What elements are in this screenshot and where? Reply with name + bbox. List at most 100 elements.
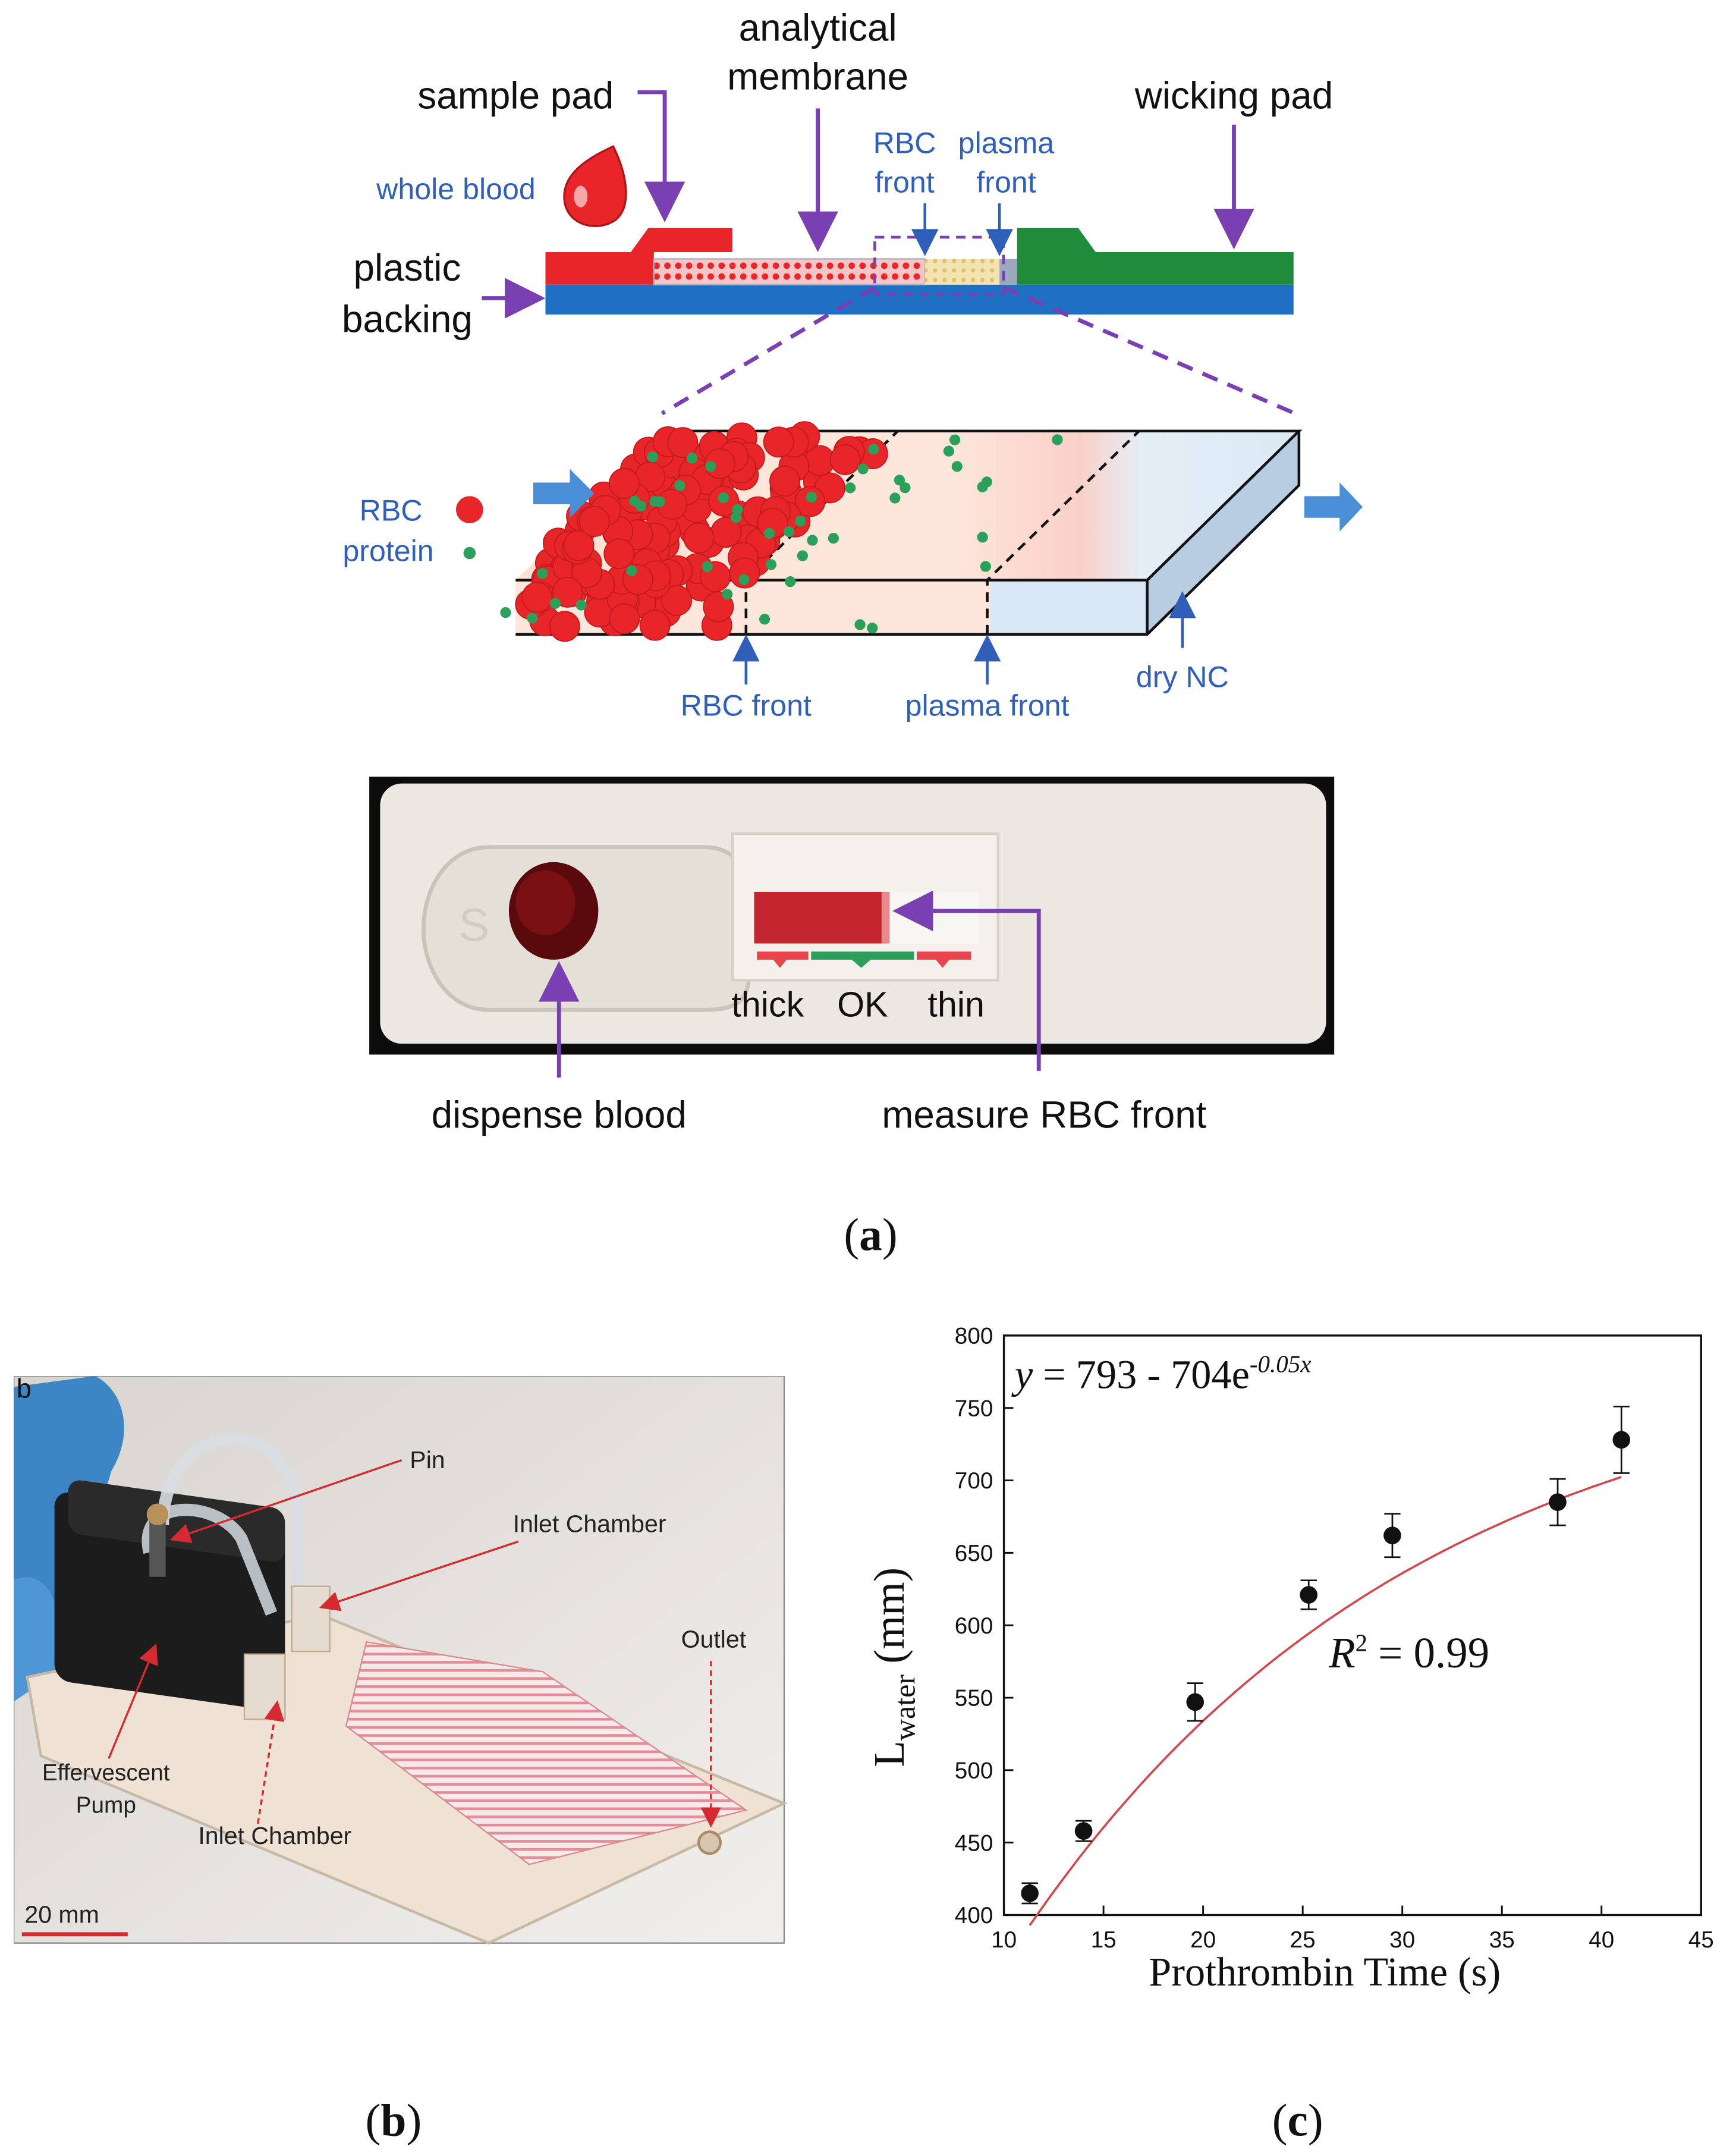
plasma-front-plane (986, 430, 1140, 634)
rbc-cell (578, 505, 610, 537)
plasma-zone (924, 259, 1000, 285)
scale-thick-bracket (757, 951, 809, 968)
scale-bar-label: 20 mm (24, 1900, 99, 1928)
glove-lower-icon (14, 1577, 60, 1702)
photo-b-border (14, 1376, 785, 1944)
label-pump-1: Effervescent (42, 1760, 170, 1786)
protein-dot (763, 527, 775, 539)
pump-top (68, 1480, 285, 1562)
protein-dot (868, 444, 879, 455)
legend-rbc-label: RBC (360, 494, 423, 527)
x-tick-label: 45 (1688, 1927, 1714, 1953)
arrow-inlet-bottom (257, 1700, 285, 1824)
rbc-cell (763, 426, 794, 458)
protein-dot (718, 492, 729, 504)
r-squared-label: R2 = 0.99 (1328, 1629, 1489, 1677)
arrow-measure (892, 890, 1041, 1071)
x-tick-label: 40 (1589, 1927, 1614, 1953)
scale-thick-label: thick (731, 985, 804, 1025)
rbc-cell (639, 610, 671, 641)
y-axis-label: Lwater (mm) (868, 1567, 921, 1767)
scale-ok-bracket (811, 951, 914, 968)
protein-dot (738, 574, 750, 585)
slab-side-face (1147, 431, 1299, 634)
flow-arrow-out-icon (1304, 482, 1363, 532)
protein-dot (649, 496, 661, 507)
rbc-cell (769, 466, 801, 497)
label-analytical-line2: membrane (727, 55, 908, 98)
y-tick-label: 600 (955, 1613, 993, 1639)
protein-dot (500, 607, 511, 618)
caption-b: (b) (366, 2095, 422, 2146)
protein-dot (894, 475, 905, 486)
caption-a: (a) (844, 1209, 897, 1260)
rbc-cell (521, 582, 553, 613)
label-pin: Pin (410, 1446, 445, 1474)
protein-dot (705, 461, 716, 472)
protein-dot (1052, 434, 1063, 445)
blood-drop-highlight (574, 186, 588, 208)
data-point (1549, 1493, 1567, 1511)
data-point (1612, 1431, 1631, 1449)
protein-dot (854, 619, 866, 630)
label-dispense: dispense blood (432, 1094, 687, 1136)
inlet-connector-top (291, 1585, 331, 1653)
rbc-cell (603, 538, 635, 570)
protein-dot (806, 491, 817, 503)
label-sample-pad: sample pad (417, 74, 614, 117)
data-point (1186, 1693, 1204, 1711)
label-wicking-pad: wicking pad (1134, 74, 1333, 117)
data-point (1074, 1822, 1093, 1840)
protein-dot (900, 482, 911, 494)
y-tick-label: 700 (955, 1468, 993, 1494)
label-pump-2: Pump (76, 1793, 136, 1818)
label-inlet-top: Inlet Chamber (513, 1510, 666, 1537)
panel-b-photo: b Pin Inlet Chamber Outlet Effervescent … (14, 1376, 788, 2146)
protein-dot (765, 559, 777, 570)
data-point (1300, 1586, 1318, 1604)
blood-drop-icon (563, 144, 627, 227)
legend-protein-label: protein (342, 535, 433, 568)
protein-dot (759, 614, 770, 625)
label-plasma-front: plasma front (905, 689, 1070, 722)
wicking-pad (1017, 227, 1294, 285)
protein-dot (867, 623, 878, 634)
label-outlet: Outlet (681, 1625, 747, 1653)
data-point (1021, 1884, 1039, 1902)
protein-dot (527, 612, 538, 624)
caption-c: (c) (1272, 2095, 1323, 2146)
rbc-cell (609, 603, 640, 634)
zoom-box (873, 235, 1005, 296)
test-cassette-photo: S thick OK thin (369, 777, 1335, 1078)
protein-dot (828, 533, 839, 544)
protein-dot (795, 516, 806, 527)
label-measure: measure RBC front (882, 1094, 1206, 1136)
protein-dot (536, 568, 548, 579)
label-whole-blood: whole blood (376, 172, 536, 206)
protein-dot (647, 451, 658, 463)
slab-outline-lower (515, 431, 1301, 636)
x-tick-label: 15 (1091, 1927, 1117, 1953)
protein-dot (686, 453, 698, 464)
protein-dot (943, 445, 954, 457)
label-rbc-front: RBC front (681, 689, 812, 722)
rbc-cell (729, 557, 760, 589)
strip-cross-section (545, 227, 1296, 416)
slab-outline (515, 429, 1303, 582)
protein-dot (575, 599, 587, 611)
rbc-cell (549, 611, 580, 642)
y-tick-label: 750 (955, 1396, 993, 1421)
protein-dot (722, 589, 733, 600)
x-tick-label: 30 (1389, 1927, 1415, 1953)
label-plastic-2: backing (342, 297, 473, 340)
y-tick-label: 550 (955, 1686, 993, 1711)
panel-a-diagram: sample pad analytical membrane wicking p… (342, 6, 1363, 1260)
flow-arrow-in-icon (533, 469, 595, 518)
rbc-cell (683, 522, 715, 554)
tubing-front (141, 1503, 278, 1616)
protein-dot (977, 532, 988, 543)
protein-dot (730, 512, 741, 523)
legend-rbc-icon (456, 496, 483, 523)
pin-head (146, 1503, 169, 1525)
rbc-cell (563, 530, 595, 561)
